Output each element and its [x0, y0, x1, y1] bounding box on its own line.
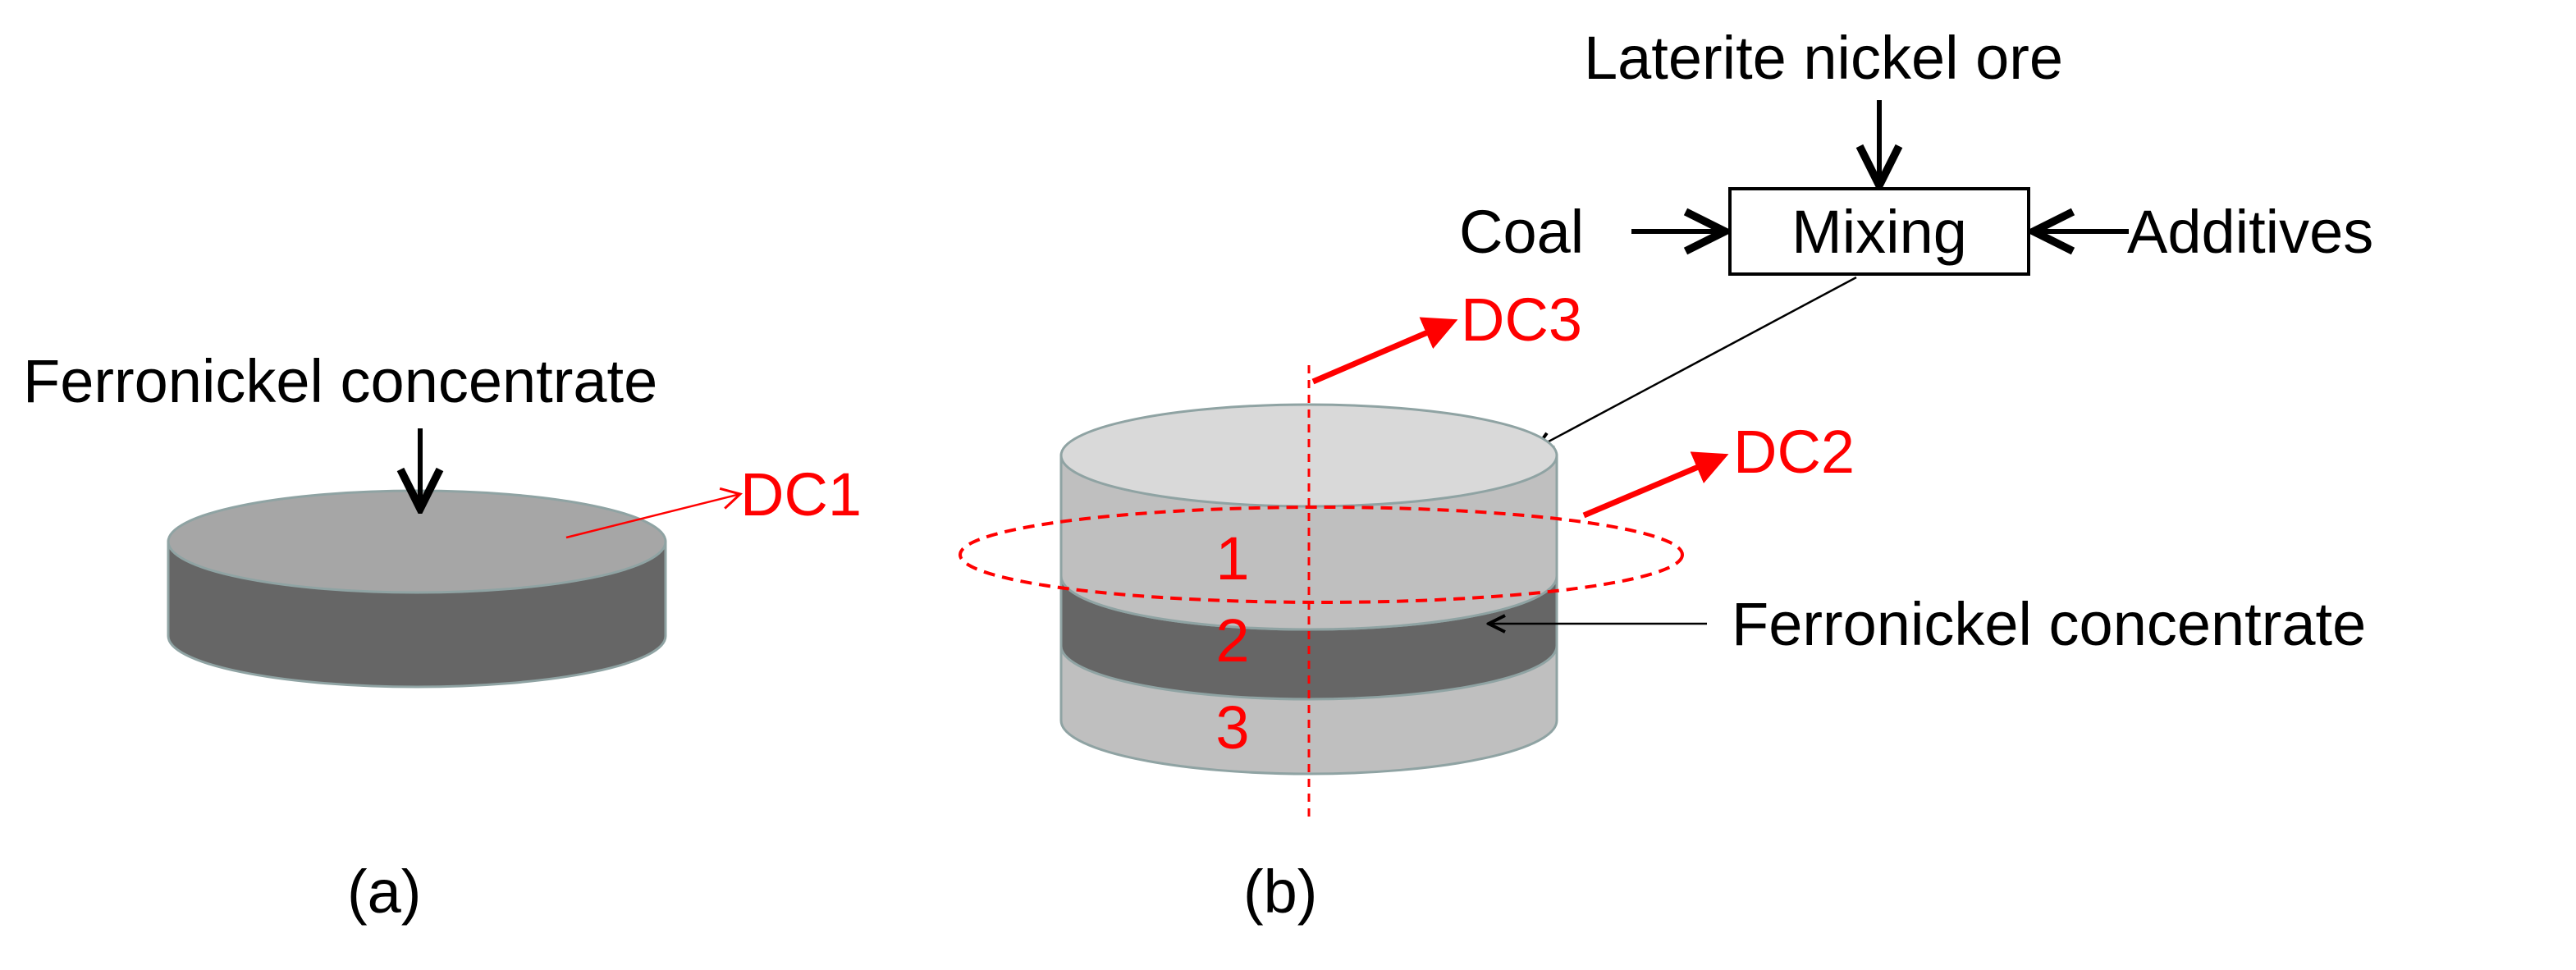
pellet-a [167, 489, 667, 689]
label-coal: Coal [1459, 198, 1584, 266]
mixing-box [1728, 187, 2030, 276]
label-ferronickel-concentrate-b: Ferronickel concentrate [1732, 590, 2366, 658]
caption-b: (b) [1243, 858, 1317, 926]
layer-label-3: 3 [1215, 693, 1249, 762]
label-dc1: DC1 [740, 460, 862, 528]
layer-label-2: 2 [1215, 606, 1249, 675]
label-mixing: Mixing [1791, 198, 1967, 266]
label-ferronickel-concentrate-a: Ferronickel concentrate [23, 347, 657, 415]
arrow-dc2 [1582, 451, 1729, 519]
arrow-dc1 [565, 487, 743, 539]
arrow-dc3 [1311, 317, 1458, 385]
caption-a: (a) [347, 858, 421, 926]
label-laterite-nickel-ore: Laterite nickel ore [1584, 24, 2063, 92]
label-additives: Additives [2127, 198, 2373, 266]
panel-b: Laterite nickel ore Mixing Coal Additive… [959, 24, 2373, 926]
arrow-mixing-to-pellet [1536, 276, 1857, 448]
layer-label-1: 1 [1215, 524, 1249, 593]
dashed-section-ellipse [959, 506, 1684, 604]
panel-a: Ferronickel concentrate DC1 (a) [23, 347, 862, 926]
label-dc2: DC2 [1733, 418, 1855, 486]
label-dc3: DC3 [1461, 286, 1582, 354]
